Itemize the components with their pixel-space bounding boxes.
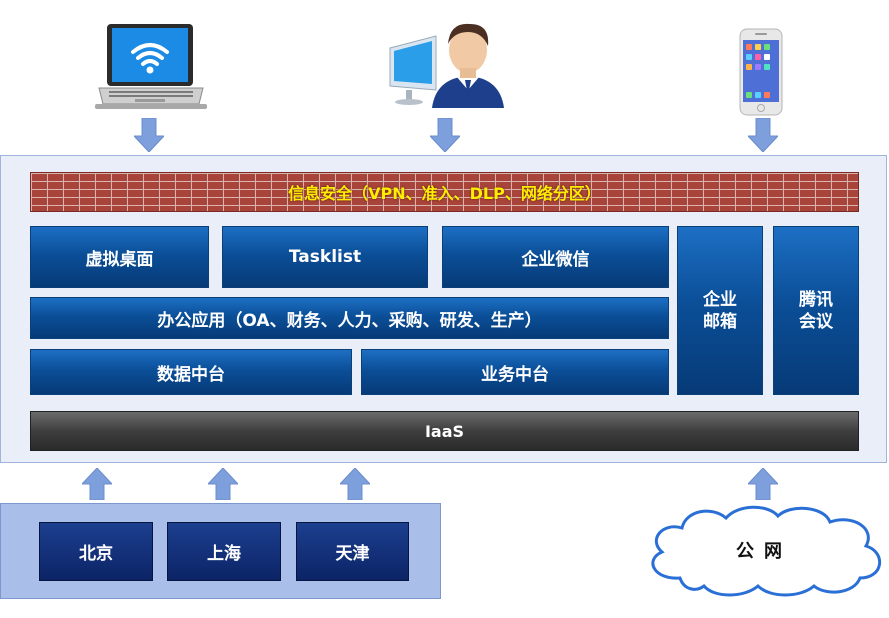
- tasklist-block: Tasklist: [222, 226, 428, 288]
- enterprise-mail-block: 企业 邮箱: [677, 226, 763, 395]
- public-network-label: 公网: [736, 541, 792, 562]
- arrow-up-icon: [206, 467, 240, 501]
- office-apps-block: 办公应用（OA、财务、人力、采购、研发、生产）: [30, 297, 669, 339]
- tencent-meeting-label: 腾讯 会议: [799, 289, 833, 332]
- region-tianjin-label: 天津: [335, 544, 370, 564]
- enterprise-mail-label: 企业 邮箱: [703, 289, 737, 332]
- arrow-up-icon: [746, 467, 780, 501]
- region-shanghai-label: 上海: [207, 544, 241, 564]
- data-platform-block: 数据中台: [30, 349, 352, 395]
- region-shanghai: 上海: [167, 522, 281, 581]
- user-workstation-icon: [382, 16, 504, 108]
- arrow-down-icon: [746, 117, 780, 153]
- tencent-meeting-block: 腾讯 会议: [773, 226, 859, 395]
- arrow-up-icon: [338, 467, 372, 501]
- wechat-work-label: 企业微信: [521, 249, 590, 270]
- laptop-icon: [95, 22, 207, 114]
- region-beijing: 北京: [39, 522, 153, 581]
- wechat-work-block: 企业微信: [442, 226, 669, 288]
- security-label: 信息安全（VPN、准入、DLP、网络分区）: [288, 184, 601, 203]
- smartphone-icon: [739, 28, 783, 116]
- data-platform-label: 数据中台: [157, 364, 225, 385]
- office-apps-label: 办公应用（OA、财务、人力、采购、研发、生产）: [157, 310, 542, 331]
- region-tianjin: 天津: [296, 522, 409, 581]
- tasklist-label: Tasklist: [288, 247, 362, 267]
- iaas-label: IaaS: [424, 421, 465, 441]
- business-platform-block: 业务中台: [361, 349, 669, 395]
- virtual-desktop-block: 虚拟桌面: [30, 226, 209, 288]
- arrow-down-icon: [132, 117, 166, 153]
- arrow-up-icon: [80, 467, 114, 501]
- virtual-desktop-label: 虚拟桌面: [85, 249, 154, 270]
- business-platform-label: 业务中台: [481, 364, 549, 385]
- public-network-text: 公网: [640, 538, 888, 562]
- iaas-layer: IaaS: [30, 411, 859, 451]
- security-layer: 信息安全（VPN、准入、DLP、网络分区）: [30, 172, 859, 212]
- cloud-icon: [640, 500, 888, 600]
- arrow-down-icon: [428, 117, 462, 153]
- region-beijing-label: 北京: [79, 544, 113, 564]
